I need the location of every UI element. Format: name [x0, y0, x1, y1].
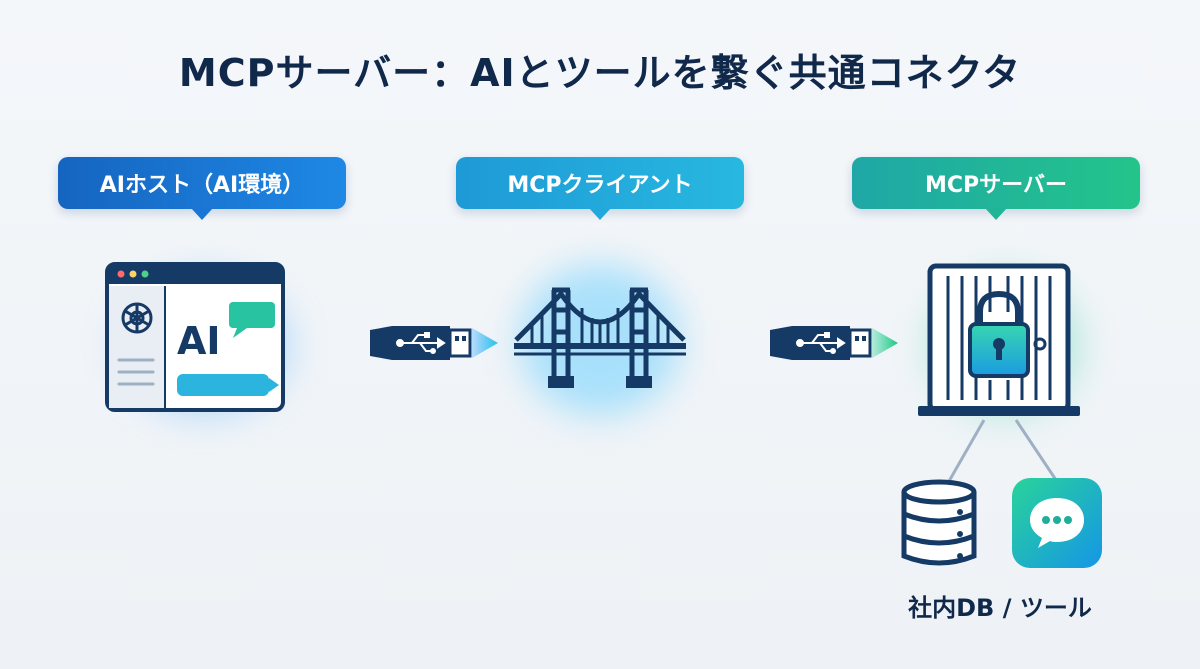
chat-bubble-icon — [229, 302, 275, 338]
ai-window-icon: AI — [105, 262, 285, 412]
server-lock-icon — [918, 263, 1080, 416]
stage-label-ai-host: AIホスト（AI環境） — [58, 157, 346, 220]
bridge-icon — [514, 287, 686, 388]
tools-caption: 社内DB / ツール — [908, 594, 1092, 622]
chat-app-icon — [1012, 478, 1102, 568]
usb-connector-icon — [700, 326, 898, 360]
page-title: MCPサーバー：AIとツールを繋ぐ共通コネクタ — [178, 51, 1022, 95]
stage-label-mcp-client: MCPクライアント — [456, 157, 744, 220]
database-icon — [901, 479, 977, 566]
usb-connector-icon — [300, 326, 498, 360]
input-bar-icon — [177, 374, 279, 396]
stage-label-mcp-server: MCPサーバー — [852, 157, 1140, 220]
sidebar-logo-icon — [121, 302, 153, 334]
ai-logo-text: AI — [177, 319, 221, 363]
